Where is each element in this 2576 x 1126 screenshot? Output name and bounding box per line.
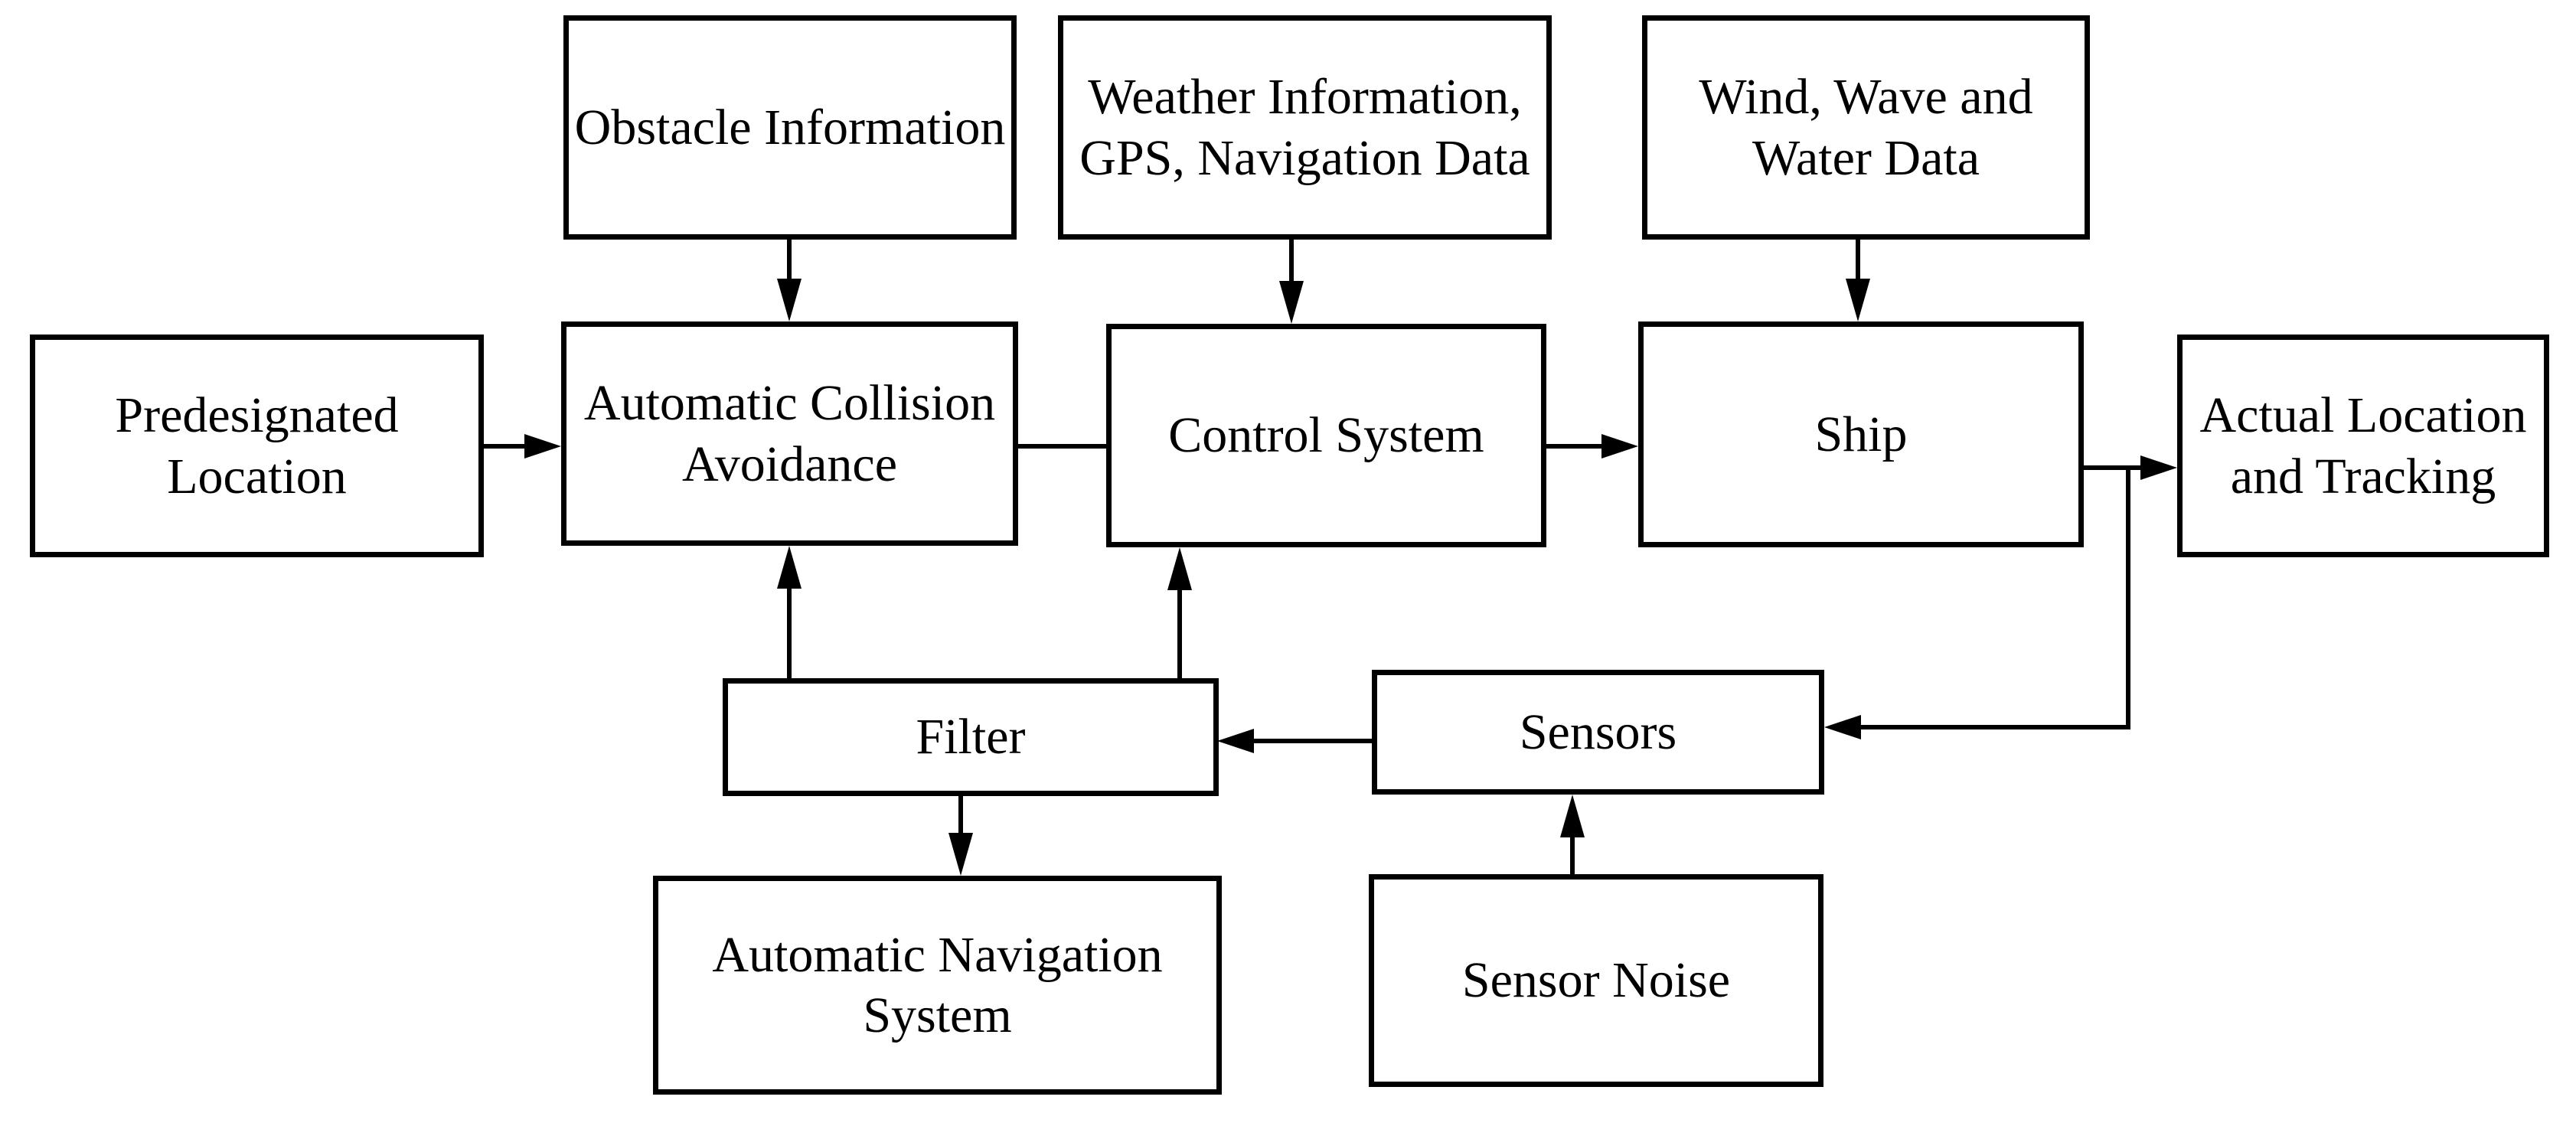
node-label: Obstacle Information <box>574 99 1006 155</box>
edge-obstacle-to-aca-arrowhead-icon <box>777 279 802 321</box>
node-actual-location-and-tracking: Actual Location and Tracking <box>2177 335 2549 557</box>
node-sensor-noise: Sensor Noise <box>1369 874 1823 1087</box>
node-label: Water Data <box>1752 129 1980 186</box>
node-label: Filter <box>916 709 1026 765</box>
node-obstacle-information: Obstacle Information <box>563 15 1017 240</box>
node-label: Sensor Noise <box>1461 952 1731 1009</box>
node-automatic-collision-avoidance: Automatic Collision Avoidance <box>561 321 1018 546</box>
node-ship: Ship <box>1638 321 2084 547</box>
edge-filter-to-aca-arrowhead-icon <box>777 546 802 589</box>
node-filter: Filter <box>723 678 1219 796</box>
edge-feedback-to-sensors-arrowhead-icon <box>1824 715 1861 739</box>
node-label: Avoidance <box>682 436 897 492</box>
edge-sensors-to-filter-line <box>1252 739 1372 743</box>
edge-ship-to-actual-line <box>2084 465 2143 470</box>
edge-feedback-to-sensors-vertical-line <box>2126 465 2130 727</box>
edge-obstacle-to-aca-line <box>787 240 792 282</box>
node-label: and Tracking <box>2230 448 2496 504</box>
edge-weather-to-control-arrowhead-icon <box>1279 281 1304 324</box>
node-label: Predesignated <box>115 387 399 444</box>
edge-wind-to-ship-arrowhead-icon <box>1846 279 1870 321</box>
node-label: Actual Location <box>2199 387 2527 444</box>
node-control-system: Control System <box>1106 324 1546 547</box>
edge-control-to-ship-line <box>1546 444 1605 449</box>
edge-filter-to-ans-line <box>958 796 963 837</box>
edge-filter-to-ans-arrowhead-icon <box>948 833 973 876</box>
node-label: GPS, Navigation Data <box>1079 129 1530 186</box>
edge-predesignated-to-aca-arrowhead-icon <box>524 434 561 459</box>
node-automatic-navigation-system: Automatic Navigation System <box>653 876 1222 1095</box>
edge-predesignated-to-aca-line <box>484 444 528 449</box>
edge-noise-to-sensors-line <box>1570 834 1575 874</box>
edge-ship-to-actual-arrowhead-icon <box>2140 455 2177 480</box>
edge-sensors-to-filter-arrowhead-icon <box>1217 729 1254 753</box>
node-label: Automatic Collision <box>583 375 996 432</box>
edge-aca-to-control-line <box>1018 444 1106 449</box>
node-wind-wave-water: Wind, Wave and Water Data <box>1642 15 2090 240</box>
node-label: Weather Information, <box>1088 69 1522 126</box>
edge-noise-to-sensors-arrowhead-icon <box>1560 795 1585 837</box>
node-sensors: Sensors <box>1372 670 1824 795</box>
edge-control-to-ship-arrowhead-icon <box>1601 434 1638 459</box>
node-label: Sensors <box>1519 703 1677 760</box>
edge-wind-to-ship-line <box>1856 240 1860 282</box>
node-label: System <box>863 987 1012 1043</box>
node-label: Automatic Navigation <box>712 926 1163 983</box>
node-label: Control System <box>1168 407 1484 464</box>
edge-filter-to-aca-line <box>787 585 792 678</box>
edge-weather-to-control-line <box>1289 240 1294 284</box>
node-predesignated-location: Predesignated Location <box>30 335 484 557</box>
node-label: Ship <box>1814 406 1908 462</box>
edge-filter-to-control-arrowhead-icon <box>1167 547 1192 590</box>
node-label: Wind, Wave and <box>1699 69 2033 126</box>
node-weather-gps-navigation: Weather Information, GPS, Navigation Dat… <box>1058 15 1552 240</box>
edge-filter-to-control-line <box>1177 586 1182 678</box>
edge-feedback-to-sensors-horizontal-line <box>1859 725 2130 729</box>
node-label: Location <box>167 448 347 504</box>
